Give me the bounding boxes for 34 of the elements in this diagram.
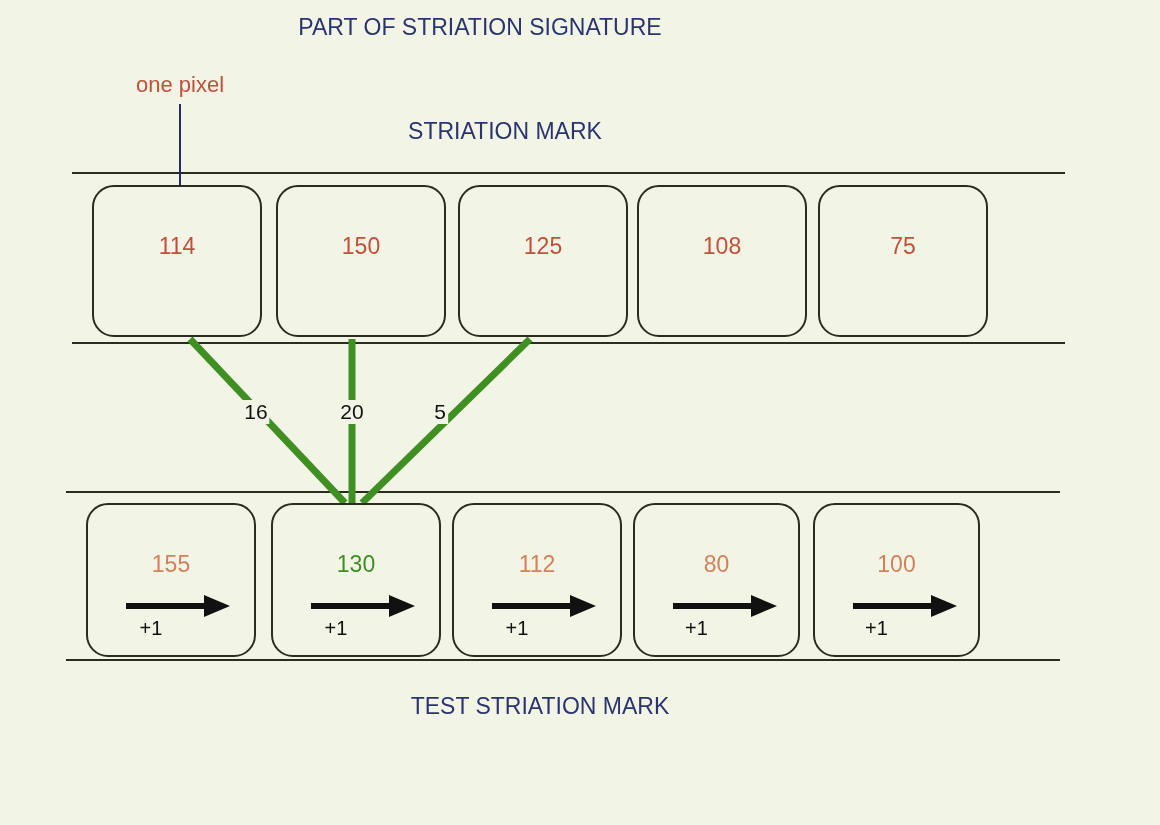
pixel-value: 100 <box>877 551 916 578</box>
pixel-cell <box>633 503 800 657</box>
increment-label: +1 <box>324 617 348 640</box>
leader-line <box>179 103 181 186</box>
pixel-cell <box>86 503 256 657</box>
pixel-value: 130 <box>336 551 376 578</box>
edge-label: 20 <box>338 400 366 424</box>
pixel-value: 125 <box>523 233 563 260</box>
increment-label: +1 <box>139 617 163 640</box>
pixel-value: 155 <box>151 551 191 578</box>
pixel-cell <box>818 185 988 337</box>
pixel-value: 75 <box>890 233 916 260</box>
pixel-value: 80 <box>703 551 730 578</box>
pixel-cell <box>271 503 441 657</box>
connector-line <box>359 336 533 506</box>
pixel-value: 108 <box>702 233 742 260</box>
pixel-cell <box>276 185 446 337</box>
edge-label: 16 <box>242 400 270 424</box>
section-label: STRIATION MARK <box>408 118 602 145</box>
connector-line <box>187 336 348 506</box>
pixel-cell <box>92 185 262 337</box>
pixel-cell <box>637 185 807 337</box>
callout-label: one pixel <box>130 72 230 102</box>
pixel-value: 114 <box>158 233 196 260</box>
section-label: TEST STRIATION MARK <box>410 693 670 720</box>
pixel-cell <box>813 503 980 657</box>
increment-label: +1 <box>865 617 888 640</box>
diagram-title: PART OF STRIATION SIGNATURE <box>298 14 662 41</box>
increment-label: +1 <box>685 617 708 640</box>
pixel-value: 150 <box>341 233 381 260</box>
pixel-cell <box>458 185 628 337</box>
increment-label: +1 <box>505 617 529 640</box>
pixel-value: 112 <box>518 551 556 578</box>
pixel-cell <box>452 503 622 657</box>
